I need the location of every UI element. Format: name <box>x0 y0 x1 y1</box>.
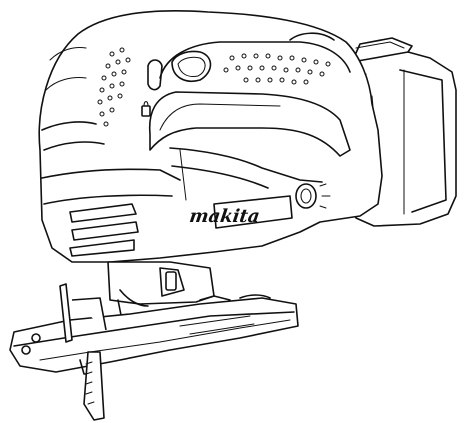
grip-dots-left <box>97 47 131 127</box>
brand-logo: makita <box>188 206 261 227</box>
tool-body: makita <box>38 10 383 263</box>
base-plate <box>9 294 299 375</box>
saw-blade <box>59 283 107 421</box>
vent-slots <box>69 203 139 257</box>
grip-dots-right <box>223 53 331 85</box>
